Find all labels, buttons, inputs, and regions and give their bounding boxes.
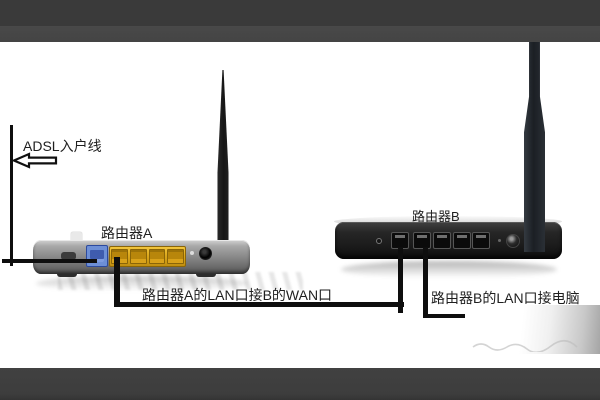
adsl-line-horizontal: [2, 259, 97, 263]
erased-watermark-patch: [465, 305, 600, 354]
cable-b-wan-rise: [398, 247, 403, 313]
router-a-antenna: [217, 70, 229, 244]
router-a-lan-port-3: [148, 249, 166, 264]
bottom-letterbox-bar: [0, 368, 600, 400]
adsl-line-label: ADSL入户线: [23, 138, 102, 154]
cable-a-lan-drop: [114, 257, 120, 306]
router-a-lan-ports: [109, 246, 186, 267]
router-b-power-jack: [506, 234, 520, 248]
caption-b-lan-to-pc: 路由器B的LAN口接电脑: [431, 290, 580, 306]
router-a-label: 路由器A: [101, 225, 153, 241]
router-a-power-jack: [199, 247, 212, 260]
router-b-reflection: [341, 261, 557, 278]
router-a-foot: [196, 271, 216, 277]
cable-b-to-pc-horizontal: [423, 314, 469, 318]
router-a-wan-port: [86, 245, 108, 267]
router-b-top-edge: [334, 216, 562, 227]
caption-a-lan-to-b-wan: 路由器A的LAN口接B的WAN口: [142, 287, 333, 303]
adsl-line-vertical: [10, 125, 13, 266]
router-a-lan-port-2: [129, 249, 147, 264]
router-a-reset-pin: [190, 251, 194, 255]
router-b-antenna: [524, 42, 545, 252]
router-a-switch: [61, 252, 76, 260]
router-b-lan-port-4: [472, 232, 490, 249]
router-a-foot: [57, 271, 77, 277]
router-b-screw-hole: [498, 239, 501, 242]
cable-b-lan-drop: [423, 247, 428, 318]
adsl-arrow-left-icon: [12, 152, 58, 169]
router-a-lan-port-4: [167, 249, 184, 264]
router-b-label: 路由器B: [412, 209, 460, 224]
router-b-lan-port-3: [453, 232, 471, 249]
router-a-reflection: [36, 276, 248, 291]
router-b-reset-hole: [376, 238, 382, 244]
router-b-lan-port-2: [433, 232, 451, 249]
router-a-cable-clip: [71, 232, 82, 244]
router-b-lan-port-1: [413, 232, 431, 249]
cable-a-to-b-horizontal: [114, 302, 404, 307]
top-letterbox-bar: [0, 0, 600, 42]
